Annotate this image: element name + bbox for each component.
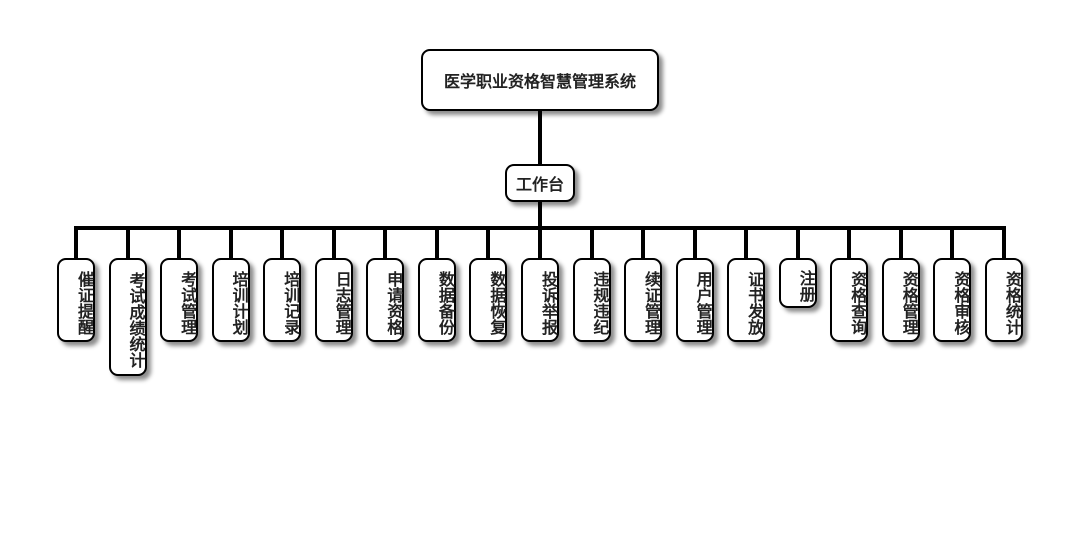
module-node[interactable]: 违规违纪 xyxy=(572,258,611,342)
module-node[interactable]: 投诉举报 xyxy=(520,258,559,342)
module-node[interactable]: 考试成绩统计 xyxy=(108,258,147,376)
module-node[interactable]: 用户管理 xyxy=(675,258,714,342)
module-node[interactable]: 日志管理 xyxy=(314,258,353,342)
module-connector xyxy=(537,228,542,259)
module-node[interactable]: 数据恢复 xyxy=(469,258,508,342)
module-connector xyxy=(125,228,130,259)
module-node[interactable]: 注册 xyxy=(778,258,817,308)
module-connector xyxy=(795,228,800,259)
module-node[interactable]: 催证提醒 xyxy=(57,258,95,342)
module-node[interactable]: 证书发放 xyxy=(727,258,766,342)
module-connector xyxy=(641,228,646,259)
module-node[interactable]: 续证管理 xyxy=(624,258,663,342)
module-connector xyxy=(383,228,388,259)
hub-node[interactable]: 工作台 xyxy=(505,164,575,202)
module-node[interactable]: 资格查询 xyxy=(830,258,869,342)
module-connector xyxy=(898,228,903,259)
module-node[interactable]: 考试管理 xyxy=(160,258,199,342)
module-connector xyxy=(847,228,852,259)
module-node[interactable]: 资格管理 xyxy=(881,258,920,342)
module-connector xyxy=(74,228,78,259)
root-node[interactable]: 医学职业资格智慧管理系统 xyxy=(421,49,659,111)
module-connector xyxy=(950,228,955,259)
root-connector xyxy=(538,110,542,165)
module-node[interactable]: 申请资格 xyxy=(366,258,405,342)
module-node[interactable]: 资格统计 xyxy=(984,258,1023,342)
module-connector xyxy=(228,228,233,259)
module-connector xyxy=(744,228,749,259)
module-connector xyxy=(280,228,285,259)
module-connector xyxy=(486,228,491,259)
module-connector xyxy=(692,228,697,259)
module-connector xyxy=(434,228,439,259)
module-node[interactable]: 数据备份 xyxy=(417,258,456,342)
hub-connector xyxy=(538,201,542,229)
module-node[interactable]: 资格审核 xyxy=(933,258,972,342)
module-connector xyxy=(177,228,182,259)
module-connector xyxy=(589,228,594,259)
module-node[interactable]: 培训计划 xyxy=(211,258,250,342)
module-connector xyxy=(1001,228,1006,259)
module-connector xyxy=(331,228,336,259)
module-node[interactable]: 培训记录 xyxy=(263,258,302,342)
